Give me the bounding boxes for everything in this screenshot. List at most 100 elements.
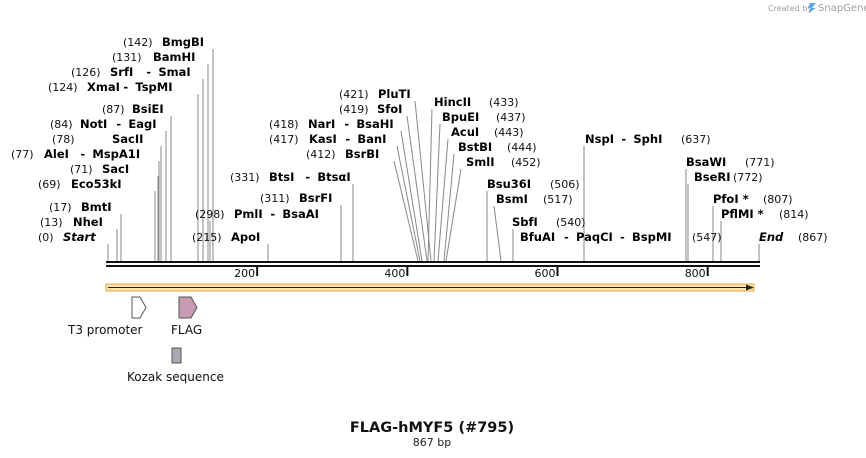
site-leader-line — [406, 115, 428, 262]
restriction-site: SacII (78) — [52, 132, 143, 146]
enzyme-name: BsaAI — [282, 207, 319, 221]
kozak-sequence-label: Kozak sequence — [127, 370, 224, 384]
site-position: (506) — [550, 178, 580, 191]
restriction-site: Bsu36I(506) — [487, 177, 580, 191]
site-leader-line — [393, 160, 419, 262]
site-leader-line — [427, 108, 433, 262]
site-position: (331) — [230, 171, 260, 184]
enzyme-name: NheI — [73, 215, 103, 229]
enzyme-name: HincII — [434, 95, 471, 109]
feature-flag: FLAG — [171, 296, 202, 337]
site-position: (126) — [71, 66, 101, 79]
feature-kozak-sequence: Kozak sequence — [127, 347, 224, 384]
restriction-site: SbfI(540) — [512, 215, 586, 229]
site-leader-line — [493, 205, 502, 262]
restriction-site: BamHI(131) — [112, 50, 195, 64]
site-position: (142) — [123, 36, 153, 49]
site-leader-line — [445, 168, 462, 262]
restriction-site: BmgBI(142) — [123, 35, 204, 49]
enzyme-name: BsaWI — [686, 155, 726, 169]
enzyme-name: SacII — [112, 132, 143, 146]
enzyme-name: PflMI * — [721, 207, 764, 221]
enzyme-name: NotI — [80, 117, 107, 131]
enzyme-separator: - — [116, 117, 121, 131]
snapgene-logo-icon — [808, 3, 816, 13]
restriction-site: End(867) — [759, 230, 828, 244]
sequence-backbone — [106, 261, 760, 267]
site-position: (419) — [339, 103, 369, 116]
map-title: FLAG-hMYF5 (#795) — [350, 420, 514, 436]
enzyme-name: BstBI — [458, 140, 492, 154]
site-position: (771) — [745, 156, 775, 169]
enzyme-separator: - — [564, 230, 569, 244]
site-position: (69) — [38, 178, 61, 191]
restriction-site: NheI (13) — [40, 215, 103, 229]
site-position: (311) — [260, 192, 290, 205]
enzyme-name: XmaI — [87, 80, 120, 94]
enzyme-name: BsmI — [496, 192, 528, 206]
site-leader-line — [400, 130, 423, 262]
enzyme-name: MspA1I — [92, 147, 140, 161]
restriction-site: BseRI(772) — [694, 170, 763, 184]
site-position: (867) — [798, 231, 828, 244]
site-position: (13) — [40, 216, 63, 229]
orf-bar — [105, 283, 755, 292]
restriction-site: BmtI(17) — [49, 200, 112, 214]
site-leader-line — [433, 123, 441, 262]
restriction-site: SacI(71) — [70, 162, 129, 176]
restriction-site: NarI-BsaHI(418) — [269, 117, 394, 131]
enzyme-name: BanI — [357, 132, 386, 146]
flag-label: FLAG — [171, 323, 202, 337]
restriction-sites: BmgBI(142)BamHI(131)SrfI-SmaI(126)XmaI-T… — [11, 35, 828, 244]
site-position: (412) — [306, 148, 336, 161]
enzyme-name: BfuAI — [520, 230, 555, 244]
enzyme-name: EagI — [128, 117, 156, 131]
created-by-label: Created by — [768, 4, 812, 13]
enzyme-separator: - — [123, 80, 128, 94]
enzyme-name: AcuI — [451, 125, 479, 139]
restriction-site: XmaI-TspMI (124) — [48, 80, 173, 94]
enzyme-separator: - — [270, 207, 275, 221]
enzyme-name: PluTI — [378, 87, 411, 101]
site-position: (77) — [11, 148, 34, 161]
enzyme-name: SfoI — [377, 102, 402, 116]
site-position: (78) — [52, 133, 75, 146]
site-position: (215) — [192, 231, 222, 244]
restriction-site: SrfI-SmaI(126) — [71, 65, 191, 79]
restriction-site: BsaWI (771) — [686, 155, 775, 169]
enzyme-name: NspI — [585, 132, 614, 146]
site-position: (772) — [733, 171, 763, 184]
enzyme-name: SphI — [633, 132, 662, 146]
enzyme-name: TspMI — [135, 80, 172, 94]
site-position: (418) — [269, 118, 299, 131]
restriction-site: AcuI(443) — [451, 125, 524, 139]
enzyme-name: Start — [63, 230, 96, 244]
site-position: (807) — [763, 193, 793, 206]
enzyme-name: BsiEI — [132, 102, 164, 116]
restriction-site: SfoI (419) — [339, 102, 402, 116]
enzyme-separator: - — [620, 230, 625, 244]
site-position: (547) — [692, 231, 722, 244]
restriction-site: BfuAI-PaqCI-BspMI(547) — [520, 230, 722, 244]
ruler-tick-label: 600 — [535, 267, 556, 280]
enzyme-name: SrfI — [110, 65, 133, 79]
enzyme-name: BtsI — [269, 170, 294, 184]
site-position: (124) — [48, 81, 78, 94]
feature-t3-promoter: T3 promoter — [67, 296, 147, 337]
enzyme-separator: - — [344, 117, 349, 131]
site-position: (87) — [102, 103, 125, 116]
restriction-site: PflMI *(814) — [721, 207, 809, 221]
restriction-site: BsrFI(311) — [260, 191, 332, 205]
enzyme-name: SbfI — [512, 215, 538, 229]
enzyme-name: SmlI — [466, 155, 495, 169]
enzyme-name: BsaHI — [356, 117, 393, 131]
restriction-site: BstBI(444) — [458, 140, 537, 154]
site-position: (17) — [49, 201, 72, 214]
restriction-site: PfoI *(807) — [713, 192, 793, 206]
enzyme-name: AleI — [44, 147, 69, 161]
restriction-site: BsrBI(412) — [306, 147, 379, 161]
restriction-site: BsmI(517) — [496, 192, 573, 206]
enzyme-name: BtsαI — [317, 170, 350, 184]
